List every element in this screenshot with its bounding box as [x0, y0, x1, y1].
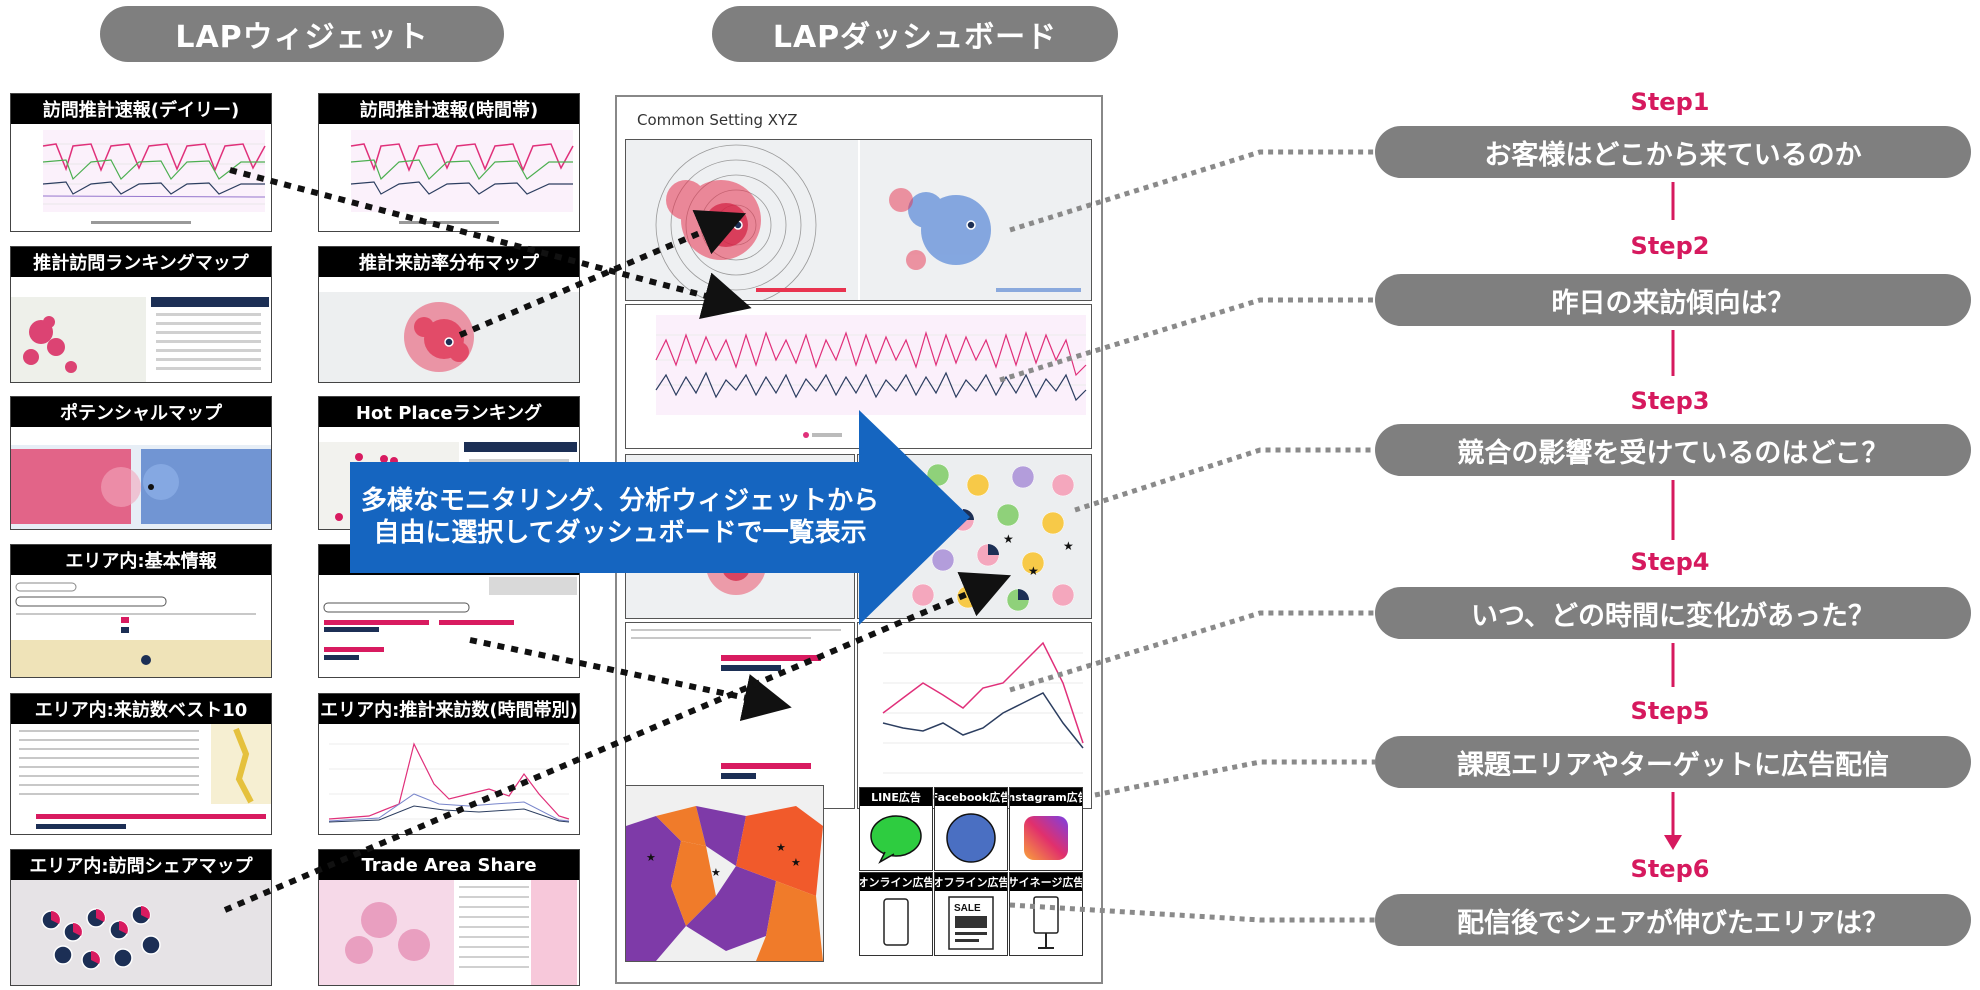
step-2: 昨日の来訪傾向は？: [1375, 274, 1971, 326]
callout-line1: 多様なモニタリング、分析ウィジェットから: [360, 486, 880, 516]
map-thumbnail: [11, 880, 271, 985]
bar-thumbnail: [319, 575, 579, 677]
step-label-2: Step2: [1630, 232, 1710, 260]
ad-label: LINE広告: [860, 788, 932, 806]
map-thumbnail: [11, 277, 271, 382]
widget-title: Hot Placeランキング: [319, 397, 579, 427]
svg-text:★: ★: [646, 851, 656, 864]
info-thumbnail: [11, 575, 271, 677]
widget-title: エリア内:基本情報: [11, 545, 271, 575]
line-chart-thumbnail: [11, 124, 271, 231]
ad-tile-instagram[interactable]: Instagram広告: [1009, 787, 1083, 871]
widget-title: Trade Area Share: [319, 850, 579, 880]
widget-distribution-map[interactable]: 推計来訪率分布マップ: [318, 246, 580, 383]
line-chart-thumbnail: [319, 124, 579, 231]
widget-hourly-visit[interactable]: 訪問推計速報(時間帯): [318, 93, 580, 232]
ad-tile-line[interactable]: LINE広告: [859, 787, 933, 871]
ad-label: オフライン広告: [935, 873, 1007, 891]
step-3: 競合の影響を受けているのはどこ？: [1375, 424, 1971, 476]
step-label-6: Step6: [1630, 855, 1710, 883]
table-thumbnail: [11, 724, 271, 834]
line-icon: [870, 815, 922, 857]
step-label-3: Step3: [1630, 387, 1710, 415]
svg-text:★: ★: [1063, 539, 1074, 553]
svg-text:★: ★: [1003, 532, 1014, 546]
map-thumbnail: [319, 880, 579, 985]
widget-ranking-map[interactable]: 推計訪問ランキングマップ: [10, 246, 272, 383]
widget-title: エリア内:訪問シェアマップ: [11, 850, 271, 880]
widget-title: 訪問推計速報(デイリー): [11, 94, 271, 124]
step-label-1: Step1: [1630, 88, 1710, 116]
svg-text:★: ★: [791, 856, 801, 869]
dashboard-setting-title: Common Setting XYZ: [637, 111, 798, 129]
line-chart-thumbnail: [319, 724, 579, 834]
widget-title: エリア内:来訪数ベスト10: [11, 694, 271, 724]
flyer-icon: SALE: [948, 896, 994, 950]
dashboard-section-title: LAPダッシュボード: [712, 6, 1118, 62]
widget-area-top10[interactable]: エリア内:来訪数ベスト10: [10, 693, 272, 835]
widget-potential-map[interactable]: ポテンシャルマップ: [10, 396, 272, 530]
ad-tile-facebook[interactable]: Facebook広告: [934, 787, 1008, 871]
widget-trade-area-share[interactable]: Trade Area Share: [318, 849, 580, 986]
step-6: 配信後でシェアが伸びたエリアは？: [1375, 894, 1971, 946]
step-1: お客様はどこから来ているのか: [1375, 126, 1971, 178]
step-label-5: Step5: [1630, 697, 1710, 725]
sale-text: SALE: [954, 903, 981, 914]
ad-tile-offline[interactable]: オフライン広告 SALE: [934, 872, 1008, 956]
widget-area-hourly[interactable]: エリア内:推計来訪数(時間帯別): [318, 693, 580, 835]
widget-title: エリア内:推計来訪数(時間帯別): [319, 694, 579, 724]
callout-text: 多様なモニタリング、分析ウィジェットから 自由に選択してダッシュボードで一覧表示: [350, 485, 890, 549]
ad-tile-online[interactable]: オンライン広告: [859, 872, 933, 956]
widget-area-share-map[interactable]: エリア内:訪問シェアマップ: [10, 849, 272, 986]
widget-title: 推計来訪率分布マップ: [319, 247, 579, 277]
svg-text:★: ★: [776, 841, 786, 854]
svg-text:★: ★: [1028, 564, 1039, 578]
callout-arrow: [350, 410, 970, 625]
widget-title: ポテンシャルマップ: [11, 397, 271, 427]
ad-label: サイネージ広告: [1010, 873, 1082, 891]
widget-daily-visit[interactable]: 訪問推計速報(デイリー): [10, 93, 272, 232]
step-5: 課題エリアやターゲットに広告配信: [1375, 736, 1971, 788]
widget-title: 推計訪問ランキングマップ: [11, 247, 271, 277]
ad-label: オンライン広告: [860, 873, 932, 891]
map-thumbnail: [11, 427, 271, 529]
dashboard-panel-hourly-line[interactable]: [857, 622, 1092, 809]
callout-line2: 自由に選択してダッシュボードで一覧表示: [373, 518, 867, 548]
facebook-icon: [946, 813, 996, 863]
map-thumbnail: [319, 277, 579, 382]
widget-area-basic-info[interactable]: エリア内:基本情報: [10, 544, 272, 678]
widgets-section-title: LAPウィジェット: [100, 6, 504, 62]
ad-label: Instagram広告: [1010, 788, 1082, 806]
ad-label: Facebook広告: [935, 788, 1007, 806]
smartphone-icon: [883, 898, 909, 946]
instagram-icon: [1024, 816, 1068, 860]
step-4: いつ、どの時間に変化があった？: [1375, 587, 1971, 639]
widget-title: 訪問推計速報(時間帯): [319, 94, 579, 124]
dashboard-panel-choropleth[interactable]: ★ ★ ★ ★: [625, 785, 824, 962]
svg-text:★: ★: [711, 866, 721, 879]
step-label-4: Step4: [1630, 548, 1710, 576]
